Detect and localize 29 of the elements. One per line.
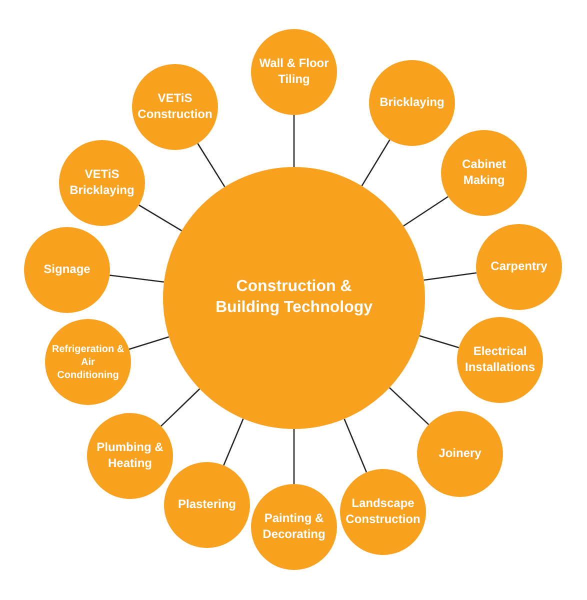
topic-circle: Carpentry [476,224,562,310]
topic-circle: Signage [24,227,110,313]
connector-line [293,429,295,484]
topic-circle: Bricklaying [369,60,455,146]
topic-circle: Plastering [164,462,250,548]
connector-line [293,115,295,167]
connector-line [138,204,182,232]
connector-line [197,143,226,188]
connector-line [223,418,244,466]
connector-line [403,196,448,227]
connector-line [424,272,476,281]
topic-circle: Wall & Floor Tiling [251,29,337,115]
hub-circle: Construction & Building Technology [163,167,425,429]
connector-line [128,336,170,350]
connector-line [419,335,460,348]
topic-circle: Electrical Installations [457,317,543,403]
topic-circle: VETiS Construction [132,64,218,150]
topic-circle: Plumbing & Heating [87,413,173,499]
connector-line [110,274,164,283]
connector-line [389,387,430,426]
topic-circle: Cabinet Making [441,130,527,216]
topic-circle: Joinery [417,411,503,497]
topic-circle: Painting & Decorating [251,484,337,570]
topic-circle: VETiS Bricklaying [59,140,145,226]
connector-line [344,418,368,473]
connector-line [160,388,200,427]
topic-circle: Refrigeration & Air Conditioning [45,319,131,405]
topic-circle: Landscape Construction [340,469,426,555]
connector-line [361,139,390,186]
